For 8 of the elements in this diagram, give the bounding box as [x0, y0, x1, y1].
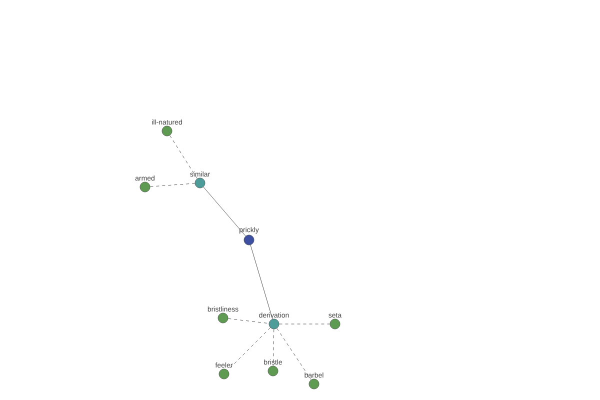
connector-line: [250, 244, 273, 320]
connector-line: [150, 183, 196, 187]
connector-line: [170, 135, 198, 179]
connector-line: [272, 329, 274, 366]
connector-line: [228, 318, 270, 324]
connector-line: [276, 328, 312, 380]
connector-line: [227, 327, 271, 371]
connector-line: [203, 186, 246, 236]
